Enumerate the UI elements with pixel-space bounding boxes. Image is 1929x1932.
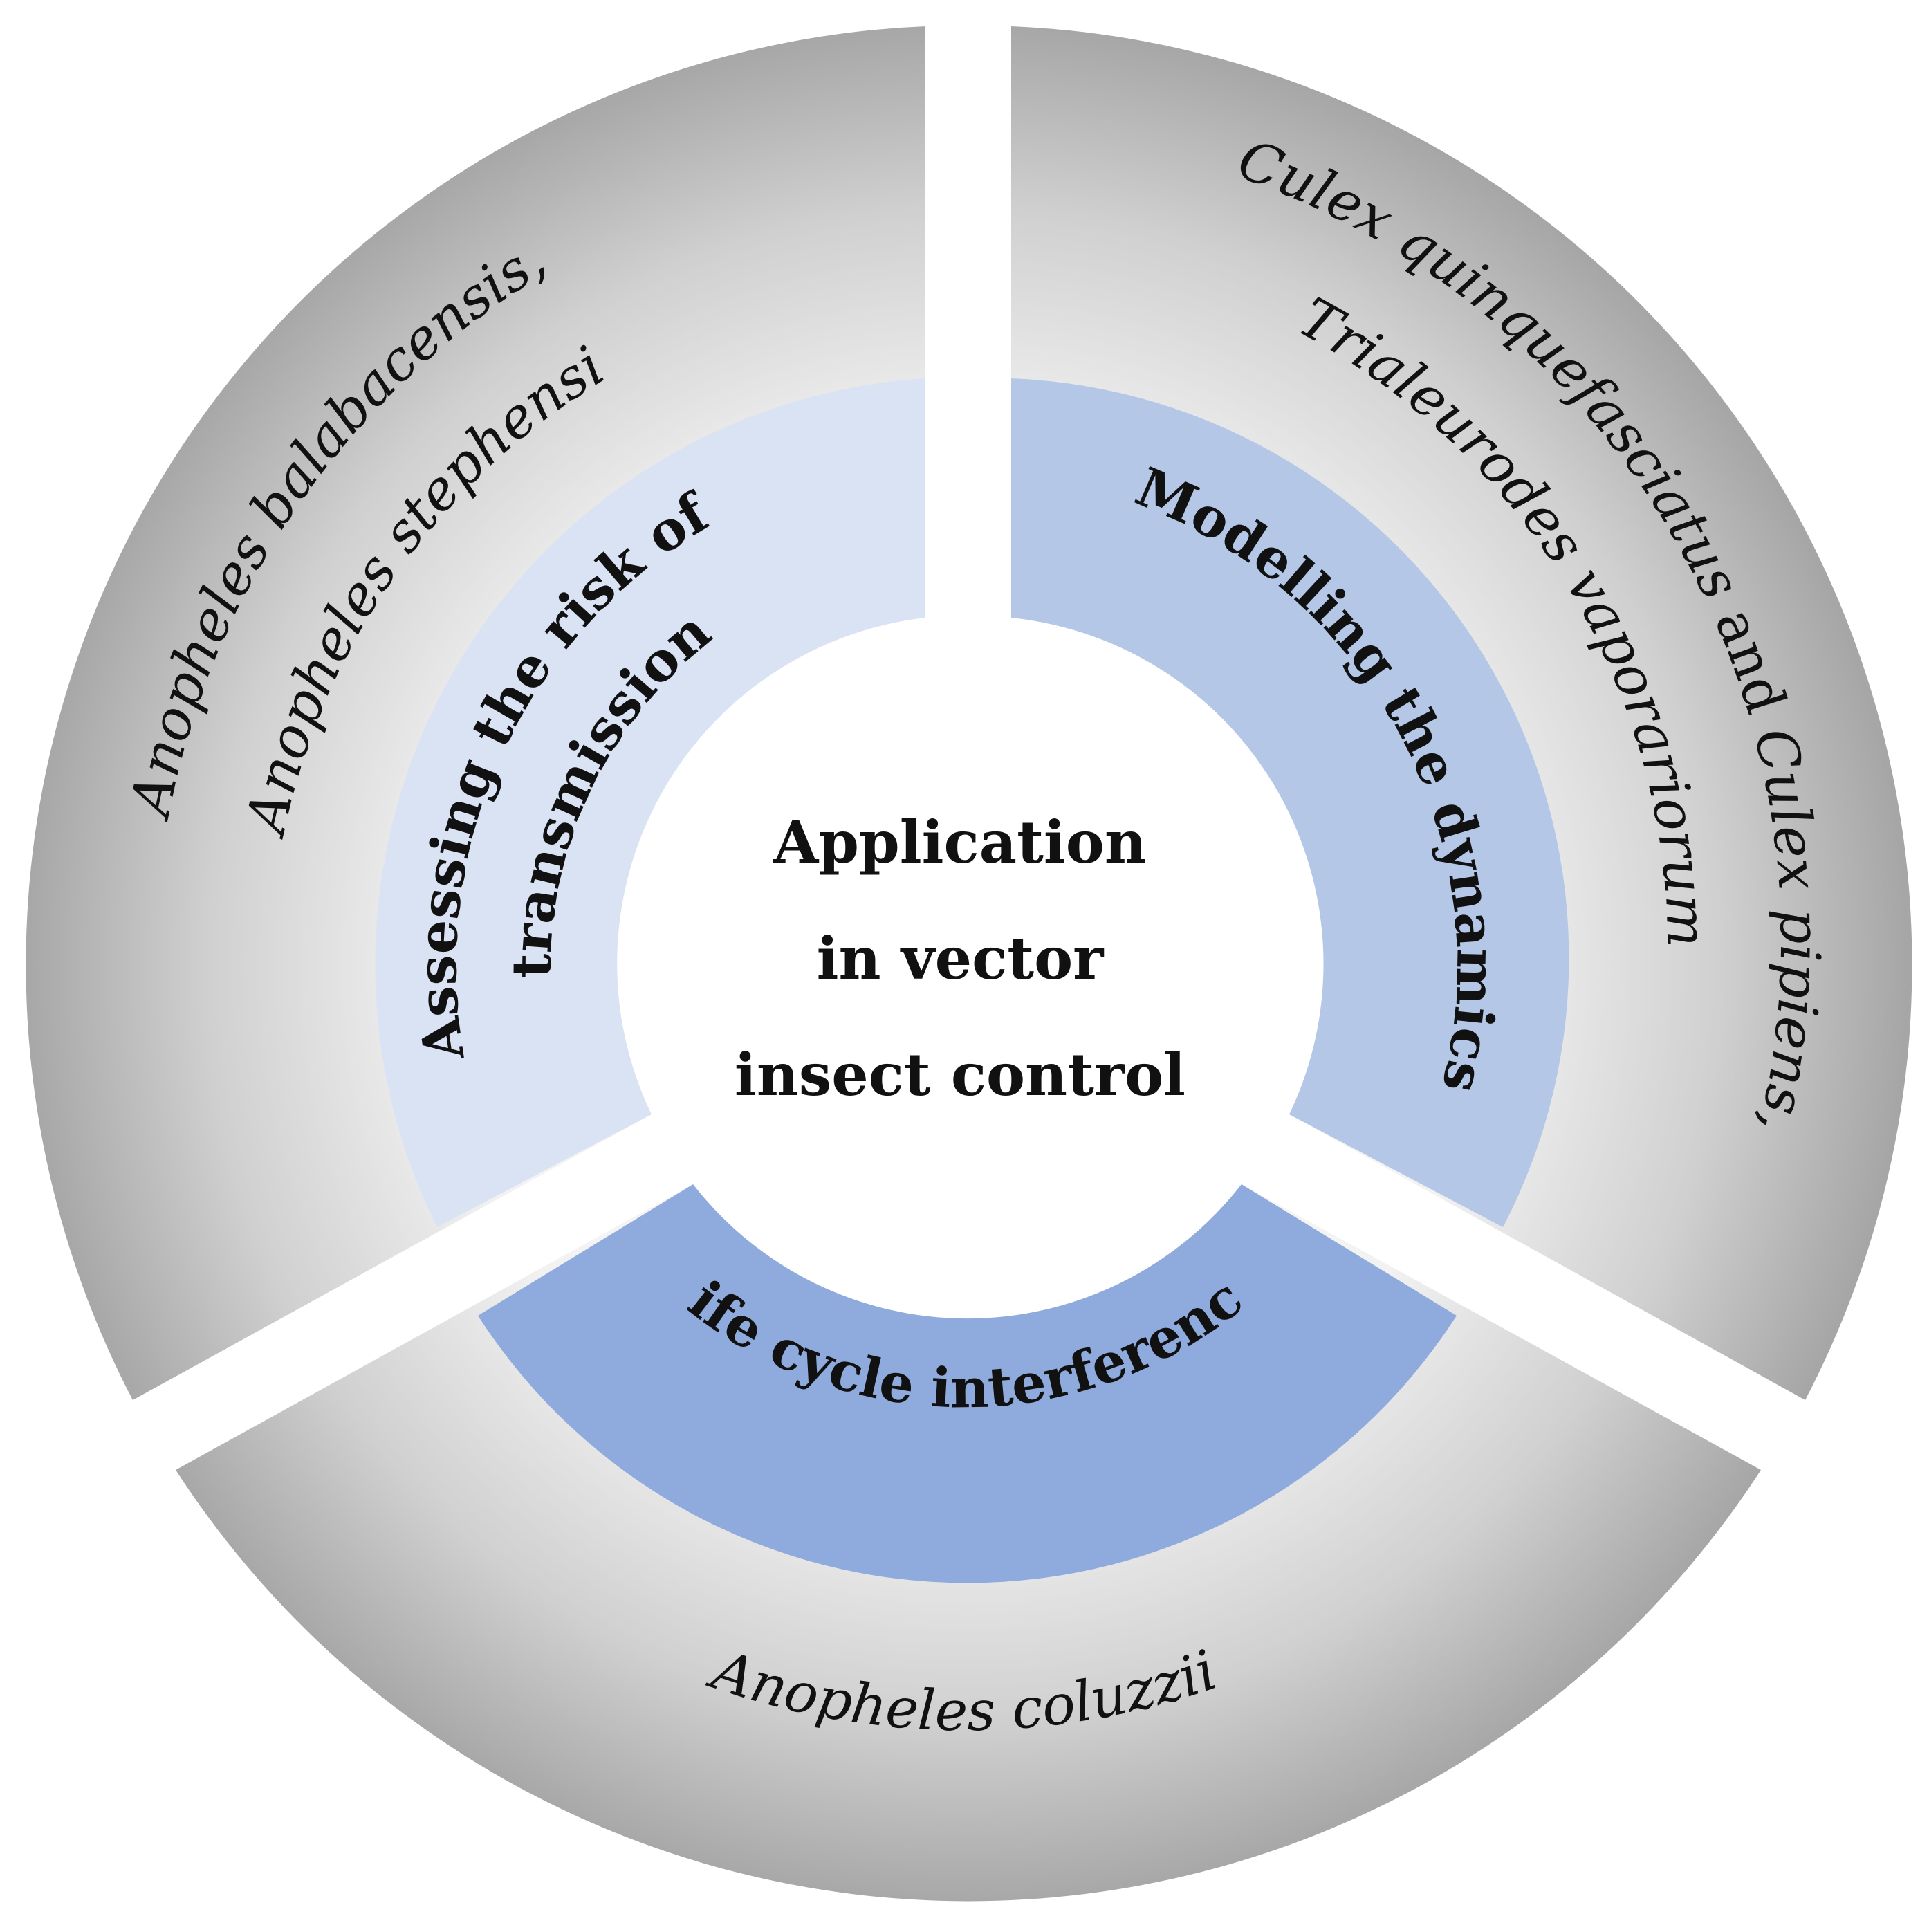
- center-circle: [639, 641, 1289, 1291]
- segment-bottom-inner: [478, 1184, 1457, 1583]
- center-title-line-3: insect control: [735, 1040, 1185, 1109]
- segment-left-inner: [375, 378, 925, 1227]
- center-title-line-1: Application: [773, 808, 1147, 876]
- segment-right-inner: [1011, 378, 1569, 1227]
- center-title-line-2: in vector: [817, 924, 1105, 993]
